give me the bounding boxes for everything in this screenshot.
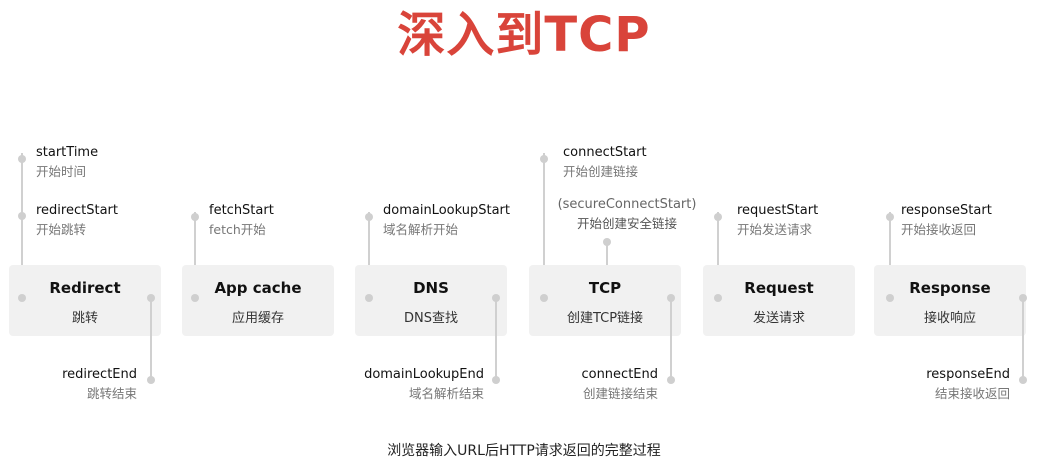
stage-name: App cache [214, 279, 302, 297]
timeline-dot [667, 294, 675, 302]
label-zh: 域名解析结束 [408, 386, 484, 401]
label-response-start: responseStart 开始接收返回 [901, 201, 992, 239]
timeline-dot [540, 155, 548, 163]
timeline-dot [365, 294, 373, 302]
connector-line [194, 212, 196, 298]
label-start-time: startTime 开始时间 [36, 143, 98, 181]
connector-line [670, 296, 672, 381]
label-secure-connect-start: (secureConnectStart) 开始创建安全链接 [546, 195, 708, 233]
connector-line [495, 296, 497, 381]
page-title: 深入到TCP [397, 7, 651, 63]
timeline-dot [1019, 294, 1027, 302]
stage-box-response: Response 接收响应 [874, 265, 1026, 336]
timeline-dot [365, 213, 373, 221]
label-en: fetchStart [209, 203, 274, 218]
label-zh: 创建链接结束 [582, 386, 658, 401]
label-connect-start: connectStart 开始创建链接 [563, 143, 647, 181]
label-zh: 开始时间 [36, 164, 87, 179]
label-en: domainLookupEnd [364, 367, 484, 382]
label-redirect-start: redirectStart 开始跳转 [36, 201, 118, 239]
diagram-caption: 浏览器输入URL后HTTP请求返回的完整过程 [387, 443, 661, 459]
stage-box-tcp: TCP 创建TCP链接 [529, 265, 681, 336]
timeline-dot [492, 294, 500, 302]
label-zh: 开始跳转 [36, 222, 87, 237]
label-en: requestStart [737, 203, 819, 218]
label-en: responseEnd [926, 367, 1010, 382]
timeline-dot [492, 376, 500, 384]
timeline-dot [18, 212, 26, 220]
stage-name: DNS [413, 279, 449, 297]
timeline-dot [714, 213, 722, 221]
timeline-dot [191, 213, 199, 221]
label-en: startTime [36, 145, 99, 160]
label-en: redirectStart [36, 203, 118, 218]
label-fetch-start: fetchStart fetch开始 [209, 201, 274, 239]
timeline-dot [18, 294, 26, 302]
label-zh: 开始接收返回 [901, 222, 977, 237]
label-redirect-end: redirectEnd 跳转结束 [36, 365, 137, 403]
label-request-start: requestStart 开始发送请求 [737, 201, 818, 239]
stage-subtitle: 跳转 [71, 311, 98, 326]
stage-box-app-cache: App cache 应用缓存 [182, 265, 334, 336]
timeline-dot [1019, 376, 1027, 384]
connector-line [150, 296, 152, 381]
stage-box-request: Request 发送请求 [703, 265, 855, 336]
label-zh: 域名解析开始 [383, 222, 459, 237]
connector-line [889, 212, 891, 298]
stage-subtitle: 创建TCP链接 [566, 311, 644, 326]
stage-name: Request [744, 279, 814, 297]
stage-subtitle: 应用缓存 [231, 311, 284, 326]
stage-name: Redirect [49, 279, 121, 297]
timeline-dot [191, 294, 199, 302]
connector-line [1022, 296, 1024, 381]
label-en: connectEnd [581, 367, 658, 382]
timeline-dot [714, 294, 722, 302]
label-en: connectStart [563, 145, 647, 160]
label-domain-lookup-start: domainLookupStart 域名解析开始 [383, 201, 510, 239]
stage-name: TCP [588, 279, 622, 297]
timeline-dot [603, 238, 611, 246]
stage-box-dns: DNS DNS查找 [355, 265, 507, 336]
timeline-dot [147, 294, 155, 302]
connector-line [606, 240, 608, 268]
label-en: domainLookupStart [383, 203, 510, 218]
label-zh: fetch开始 [209, 222, 266, 237]
label-zh: 跳转结束 [86, 386, 137, 401]
connector-line [368, 212, 370, 298]
timeline-dot [886, 213, 894, 221]
label-en: responseStart [901, 203, 992, 218]
connector-line [543, 153, 545, 298]
label-response-end: responseEnd 结束接收返回 [900, 365, 1010, 403]
stage-subtitle: 发送请求 [752, 311, 805, 326]
stage-subtitle: 接收响应 [923, 311, 976, 326]
stage-box-redirect: Redirect 跳转 [9, 265, 161, 336]
stage-subtitle: DNS查找 [404, 311, 458, 326]
label-connect-end: connectEnd 创建链接结束 [540, 365, 658, 403]
timeline-dot [667, 376, 675, 384]
connector-line [717, 212, 719, 298]
label-en: redirectEnd [62, 367, 137, 382]
label-zh: 结束接收返回 [934, 386, 1010, 401]
label-zh: 开始创建安全链接 [576, 216, 677, 231]
label-zh: 开始创建链接 [563, 164, 639, 179]
timeline-dot [147, 376, 155, 384]
timeline-dot [18, 155, 26, 163]
label-en: (secureConnectStart) [557, 197, 697, 212]
timeline-dot [540, 294, 548, 302]
timeline-dot [886, 294, 894, 302]
connector-line [21, 153, 23, 298]
stage-name: Response [909, 279, 991, 297]
label-domain-lookup-end: domainLookupEnd 域名解析结束 [340, 365, 484, 403]
label-zh: 开始发送请求 [737, 222, 813, 237]
